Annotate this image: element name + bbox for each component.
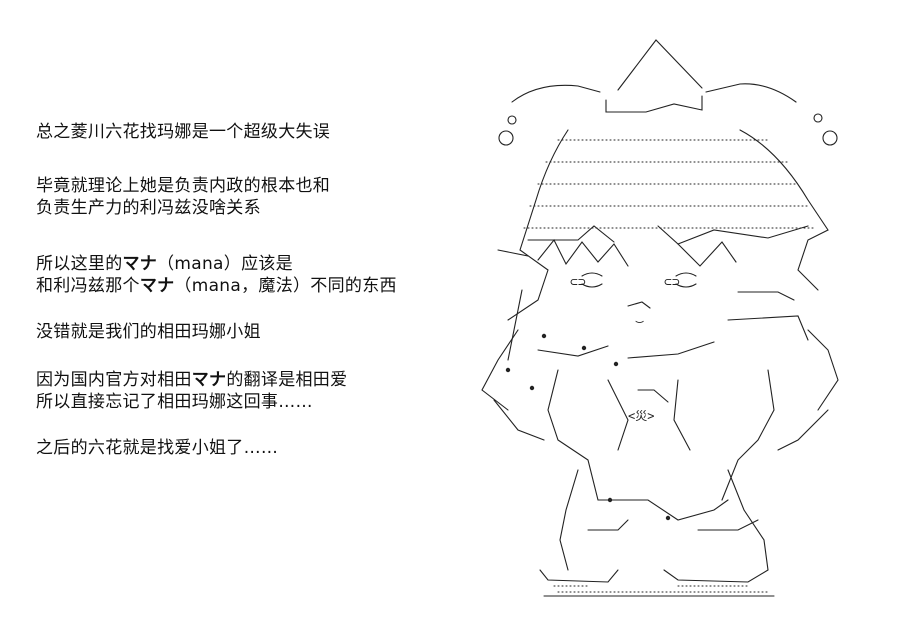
narration-line-9: 之后的六花就是找爱小姐了…… [36, 438, 278, 458]
text-segment: （mana，魔法）不同的东西 [174, 276, 397, 296]
narration-line-7: 因为国内官方对相田マナ的翻译是相田爱 [36, 370, 347, 390]
emphasis-text: マナ [191, 370, 227, 390]
chest-emblem-glyph: <災> [628, 409, 654, 423]
ascii-art-drawing: ⊂⊃ ⊂⊃ ‿ <災> [481, 39, 839, 597]
text-segment: 之后的六花就是找爱小姐了…… [36, 438, 279, 458]
text-segment: 的翻译是相田爱 [226, 370, 348, 390]
right-eye-glyph: ⊂⊃ [664, 275, 680, 290]
text-segment: 负责生产力的利冯兹没啥关系 [36, 198, 261, 218]
mouth-glyph: ‿ [635, 309, 644, 323]
narration-line-6: 没错就是我们的相田玛娜小姐 [36, 322, 261, 342]
narration-line-3: 负责生产力的利冯兹没啥关系 [36, 198, 261, 218]
text-segment: 毕竟就理论上她是负责内政的根本也和 [36, 176, 331, 196]
text-segment: 所以直接忘记了相田玛娜这回事…… [36, 392, 313, 412]
narration-line-1: 总之菱川六花找玛娜是一个超级大失误 [36, 122, 330, 142]
narration-line-2: 毕竟就理论上她是负责内政的根本也和 [36, 176, 330, 196]
narration-line-5: 和利冯兹那个マナ（mana，魔法）不同的东西 [36, 276, 397, 296]
text-segment: 因为国内官方对相田 [36, 370, 192, 390]
text-segment: （mana）应该是 [157, 254, 293, 274]
left-eye-glyph: ⊂⊃ [570, 275, 586, 290]
narration-text-column: 总之菱川六花找玛娜是一个超级大失误 毕竟就理论上她是负责内政的根本也和 负责生产… [36, 0, 476, 643]
text-segment: 没错就是我们的相田玛娜小姐 [36, 322, 261, 342]
text-segment: 总之菱川六花找玛娜是一个超级大失误 [36, 122, 331, 142]
emphasis-text: マナ [139, 276, 175, 296]
ascii-art-character: ⊂⊃ ⊂⊃ ‿ <災> [478, 30, 888, 620]
emphasis-text: マナ [122, 254, 158, 274]
narration-line-8: 所以直接忘记了相田玛娜这回事…… [36, 392, 313, 412]
text-segment: 所以这里的 [36, 254, 123, 274]
narration-line-4: 所以这里的マナ（mana）应该是 [36, 254, 293, 274]
text-segment: 和利冯兹那个 [36, 276, 140, 296]
